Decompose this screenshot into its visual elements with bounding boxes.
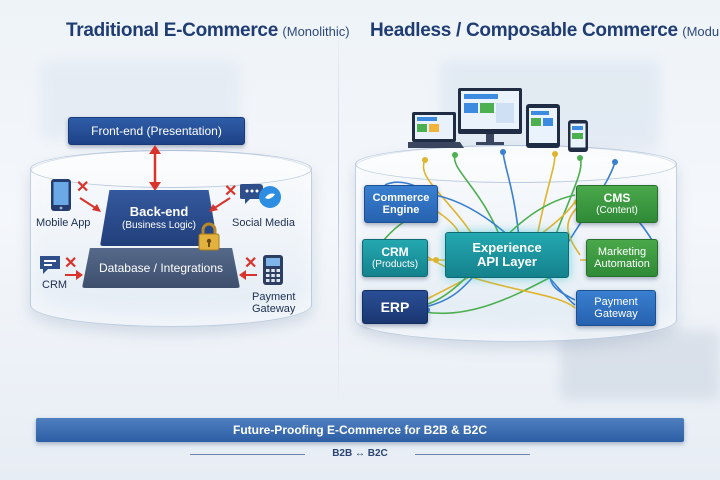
cms-sublabel: (Content) xyxy=(596,205,638,216)
section-divider xyxy=(338,18,339,408)
mobile-blocked-x-icon: ✕ xyxy=(76,179,90,196)
right-title-sub: (Modular) xyxy=(682,24,720,39)
payment-terminal-icon xyxy=(263,255,283,285)
devices-icon xyxy=(408,88,588,152)
payment-node-label1: Payment xyxy=(594,296,638,308)
right-cylinder-rim xyxy=(355,145,677,183)
backend-label: Back-end xyxy=(129,204,189,219)
footer-line-left xyxy=(190,454,305,455)
left-title: Traditional E-Commerce (Monolithic) xyxy=(66,20,350,42)
payment-gateway-node: Payment Gateway xyxy=(576,290,656,326)
backend-sublabel: (Business Logic) xyxy=(122,220,196,231)
crm-label: CRM xyxy=(42,279,68,291)
crm-node-sublabel: (Products) xyxy=(371,259,419,270)
crm-node-label: CRM xyxy=(381,245,409,259)
api-layer-label1: Experience xyxy=(472,240,542,255)
social-media-label: Social Media xyxy=(232,217,295,229)
crm-node: CRM (Products) xyxy=(362,239,428,277)
left-title-main: Traditional E-Commerce xyxy=(66,20,278,41)
social-arrow xyxy=(209,197,231,212)
experience-api-layer: Experience API Layer xyxy=(445,232,569,278)
payment-gateway-label: Payment Gateway xyxy=(252,291,295,315)
footer-subtitle: B2B ↔ B2C xyxy=(332,448,388,459)
payment-label-line2: Gateway xyxy=(252,303,296,315)
footer-banner: Future-Proofing E-Commerce for B2B & B2C xyxy=(36,418,684,442)
backend-layer: Back-end (Business Logic) xyxy=(100,190,218,246)
erp-label: ERP xyxy=(380,299,410,315)
left-title-sub: (Monolithic) xyxy=(282,24,350,39)
commerce-engine-label1: Commerce xyxy=(372,192,430,204)
right-title: Headless / Composable Commerce (Modular) xyxy=(370,20,720,42)
payment-arrow xyxy=(239,270,257,280)
frontend-layer: Front-end (Presentation) xyxy=(68,117,245,145)
payment-node-label2: Gateway xyxy=(594,308,638,320)
marketing-label1: Marketing xyxy=(597,246,647,258)
social-media-icon xyxy=(240,184,281,208)
crm-blocked-x-icon: ✕ xyxy=(64,255,78,272)
background-desk xyxy=(560,330,720,400)
commerce-engine-node: Commerce Engine xyxy=(364,185,438,223)
crm-chat-icon xyxy=(40,256,60,274)
mobile-arrow xyxy=(79,197,101,212)
cms-label: CMS xyxy=(603,191,631,205)
footer-line-right xyxy=(415,454,530,455)
frontend-backend-arrow xyxy=(149,145,161,191)
api-layer-label2: API Layer xyxy=(477,254,537,269)
payment-blocked-x-icon: ✕ xyxy=(244,255,258,272)
right-title-main: Headless / Composable Commerce xyxy=(370,20,678,41)
payment-label-line1: Payment xyxy=(252,291,296,303)
cms-node: CMS (Content) xyxy=(576,185,658,223)
mobile-app-label: Mobile App xyxy=(36,217,91,229)
mobile-phone-icon xyxy=(51,179,71,211)
commerce-engine-label2: Engine xyxy=(382,204,420,216)
left-cylinder-rim xyxy=(30,150,312,188)
database-layer: Database / Integrations xyxy=(82,248,240,288)
padlock-icon xyxy=(198,222,220,251)
marketing-label2: Automation xyxy=(594,258,650,270)
crm-arrow xyxy=(65,270,83,280)
social-blocked-x-icon: ✕ xyxy=(224,183,238,200)
erp-node: ERP xyxy=(362,290,428,324)
marketing-automation-node: Marketing Automation xyxy=(586,239,658,277)
